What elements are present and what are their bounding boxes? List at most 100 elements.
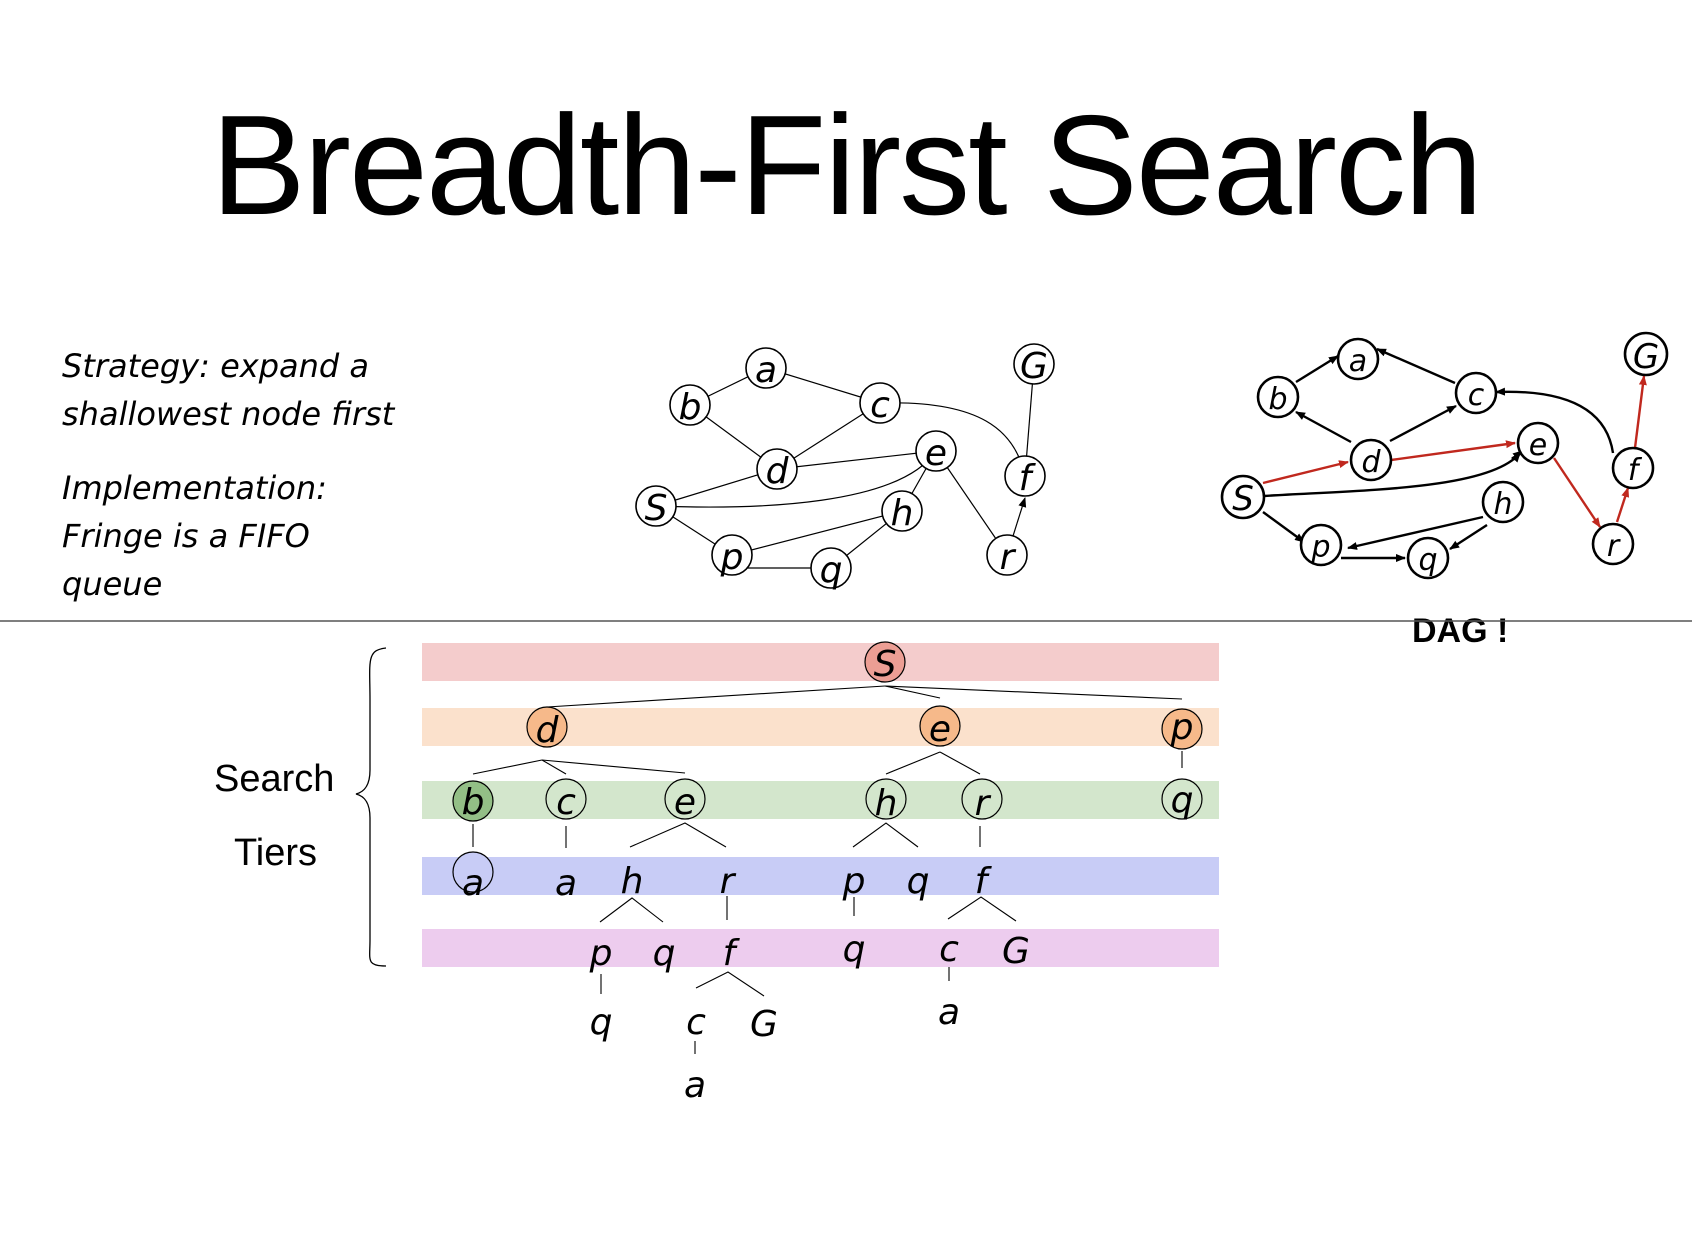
dag-edge-h-p [1347, 515, 1484, 550]
tier-band-0 [422, 643, 1219, 681]
tree-node-g-2: G [750, 1004, 778, 1045]
slide-title: Breadth-First Search [210, 86, 1483, 245]
dag-node-f: f [1611, 446, 1655, 490]
tree-circle-p [1161, 708, 1203, 750]
edge-s-e [655, 450, 937, 508]
tree-edge-f-c-g [947, 896, 1017, 922]
svg-text:q: q [1418, 543, 1437, 578]
svg-text:e: e [1529, 428, 1547, 463]
edge-e-r [935, 450, 1008, 556]
dag-edge-s-p [1262, 511, 1305, 543]
tree-circle-h [865, 778, 907, 820]
tree-node-p: p [1170, 707, 1194, 748]
tree-edge-s-d [546, 685, 886, 708]
tier-bands [422, 643, 1219, 967]
svg-text:p: p [1310, 530, 1330, 565]
svg-text:S: S [1232, 479, 1254, 519]
dag-path-d-e [1390, 440, 1516, 462]
dag-highlighted-path [1262, 375, 1647, 528]
tree-node-q-5: q [590, 1002, 613, 1043]
svg-text:r: r [1607, 529, 1621, 564]
dag-node-e: e [1516, 421, 1560, 465]
tier-band-2 [422, 781, 1219, 819]
tree-node-h-2: h [621, 861, 644, 902]
search-tree-edges [472, 685, 1183, 1054]
strategy-line-2: shallowest node first [62, 395, 395, 433]
tree-edge-h-p-q [852, 822, 919, 848]
tiers-brace [355, 647, 387, 967]
tree-circle-r [961, 778, 1003, 820]
svg-text:G: G [1020, 346, 1048, 387]
dag-node-s: S [1220, 474, 1266, 520]
edge-p-h [731, 510, 903, 556]
dag-node-g: G [1623, 331, 1669, 377]
dag-node-d: d [1349, 438, 1393, 482]
tree-edge-h-p-q-2 [599, 897, 664, 923]
dag-label: DAG ! [1412, 612, 1509, 650]
tree-node-q-4: q [843, 929, 866, 970]
implementation-line-3: queue [62, 565, 163, 603]
tree-circle-q [1161, 778, 1203, 820]
dag-edge-f-c [1495, 387, 1615, 454]
dag-node-b: b [1256, 375, 1300, 419]
dag-edge-d-b [1295, 410, 1352, 444]
state-space-graph-nodes: a b c d e G f S h p q r [635, 343, 1055, 591]
tree-node-c-2: c [686, 1002, 706, 1043]
svg-text:r: r [1000, 537, 1017, 578]
strategy-line-1: Strategy: expand a [62, 347, 369, 385]
tree-circle-e [919, 705, 961, 747]
tree-circle-s [864, 641, 906, 683]
svg-text:d: d [1361, 445, 1381, 480]
dag-graph [1262, 347, 1615, 562]
state-space-graph [655, 363, 1035, 569]
tree-node-r: r [975, 783, 992, 824]
edge-d-e [776, 450, 937, 470]
tree-circle-c [545, 778, 587, 820]
graph-node-r: r [986, 534, 1028, 578]
dag-edge-s-e [1263, 452, 1521, 498]
svg-text:G: G [1633, 337, 1659, 377]
tier-band-4 [422, 929, 1219, 967]
svg-text:h: h [891, 493, 914, 534]
tree-node-d: d [536, 710, 560, 751]
tree-node-g: G [1002, 931, 1030, 972]
tree-edge-e-h-r [629, 822, 727, 848]
tree-node-e: e [929, 709, 951, 750]
svg-text:a: a [755, 350, 777, 391]
tree-edge-d-b [472, 759, 543, 775]
tree-node-a-3: a [938, 992, 960, 1033]
tree-node-q-2: q [907, 861, 930, 902]
tree-node-r-2: r [720, 861, 737, 902]
strategy-note: Strategy: expand a shallowest node first [62, 342, 394, 438]
dag-node-h: h [1481, 480, 1525, 524]
tree-circle-a [452, 851, 494, 893]
dag-path-r-f [1615, 487, 1630, 523]
svg-text:b: b [679, 387, 702, 428]
tier-band-3 [422, 857, 1219, 895]
dag-node-c: c [1454, 371, 1498, 415]
svg-text:S: S [645, 488, 668, 529]
tree-node-s: S [874, 644, 897, 685]
dag-nodes: a b c G d e f S h p q r [1220, 331, 1669, 580]
svg-text:e: e [925, 433, 947, 474]
tree-circle-b [452, 780, 494, 822]
tree-node-p-3: p [589, 933, 613, 974]
dag-edge-c-a [1376, 347, 1456, 385]
search-tree-node-circles [452, 641, 1203, 893]
graph-node-s: S [635, 485, 677, 529]
tree-edge-f-c-g-2 [695, 971, 765, 997]
svg-text:p: p [720, 537, 744, 578]
tree-edge-d-e [541, 759, 686, 774]
tree-edge-s-p [884, 685, 1183, 700]
implementation-note: Implementation: Fringe is a FIFO queue [62, 464, 327, 608]
tree-node-b: b [462, 782, 485, 823]
svg-text:c: c [870, 385, 890, 426]
graph-node-f: f [1004, 455, 1046, 499]
graph-node-q: q [810, 547, 852, 591]
tree-node-p-2: p [842, 861, 866, 902]
edge-s-d [655, 468, 778, 507]
dag-edge-b-a [1295, 354, 1339, 384]
tree-node-h: h [875, 783, 898, 824]
